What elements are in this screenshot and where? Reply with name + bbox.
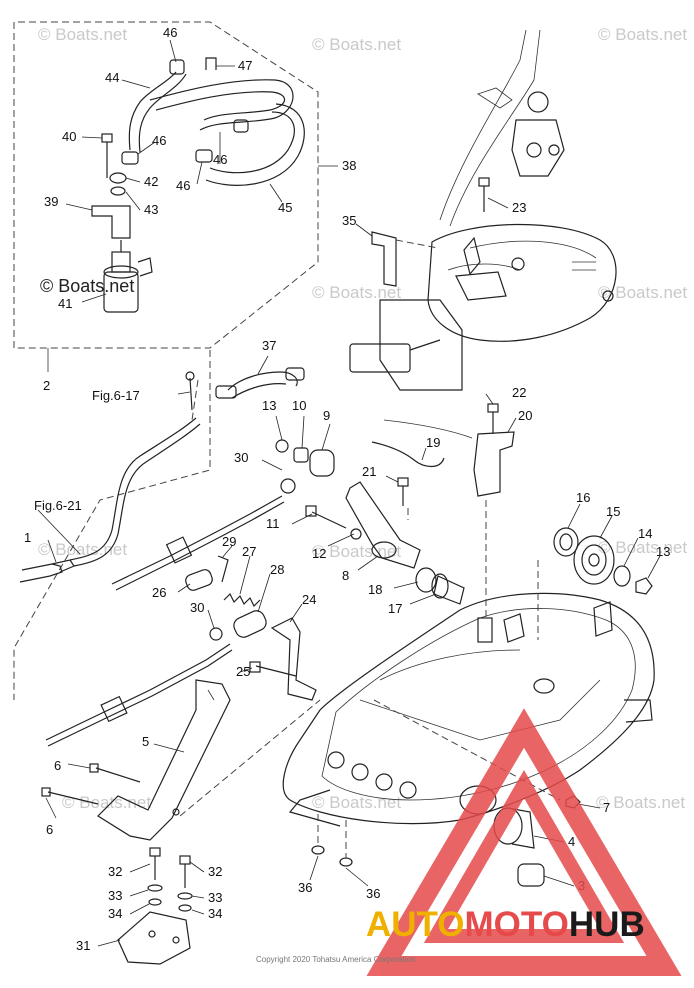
callout-34: 34 — [108, 906, 122, 921]
upper-mount-assembly — [349, 29, 617, 391]
callout-46: 46 — [152, 133, 166, 148]
logo-part-moto: MOTO — [465, 905, 569, 944]
throttle-cable — [19, 367, 305, 583]
watermark: © Boats.net — [596, 793, 685, 812]
callout-45: 45 — [278, 200, 292, 215]
callout-36: 36 — [366, 886, 380, 901]
callout-6: 6 — [54, 758, 61, 773]
callout-24: 24 — [302, 592, 316, 607]
logo-part-hub: HUB — [569, 905, 645, 944]
watermark: © Boats.net — [312, 35, 401, 54]
callout-36: 36 — [298, 880, 312, 895]
group-boundary-fuel — [13, 21, 319, 349]
callout-16: 16 — [576, 490, 590, 505]
watermark: © Boats.net — [312, 283, 401, 302]
callout-25: 25 — [236, 664, 250, 679]
watermark: © Boats.net — [38, 25, 127, 44]
callout-46: 46 — [176, 178, 190, 193]
callout-32: 32 — [108, 864, 122, 879]
callout-13: 13 — [262, 398, 276, 413]
shift-arm-assembly — [275, 439, 465, 605]
reference-fig-6-21: Fig.6-21 — [34, 498, 82, 513]
callout-29: 29 — [222, 534, 236, 549]
callout-13: 13 — [656, 544, 670, 559]
callout-41: 41 — [58, 296, 72, 311]
callout-30: 30 — [234, 450, 248, 465]
logo-part-auto: AUTO — [366, 905, 465, 944]
callout-5: 5 — [142, 734, 149, 749]
callout-33: 33 — [208, 890, 222, 905]
watermark-large: © Boats.net — [40, 276, 134, 296]
watermark: © Boats.net — [312, 793, 401, 812]
callout-22: 22 — [512, 385, 526, 400]
callout-6: 6 — [46, 822, 53, 837]
watermark: © Boats.net — [598, 538, 687, 557]
callout-33: 33 — [108, 888, 122, 903]
group-boundary-cable — [13, 350, 211, 700]
callout-7: 7 — [603, 800, 610, 815]
callout-8: 8 — [342, 568, 349, 583]
watermark: © Boats.net — [62, 793, 151, 812]
callout-32: 32 — [208, 864, 222, 879]
watermark: © Boats.net — [598, 283, 687, 302]
callout-28: 28 — [270, 562, 284, 577]
pulley-assembly — [553, 527, 653, 595]
callout-2: 2 — [43, 378, 50, 393]
callout-43: 43 — [144, 202, 158, 217]
automotohub-logo: AUTOMOTOHUB — [366, 708, 682, 976]
part-callouts: 46 47 44 40 46 46 46 42 43 39 45 38 35 2… — [24, 25, 670, 953]
callout-39: 39 — [44, 194, 58, 209]
cable-bracket-assembly — [371, 403, 515, 506]
callout-31: 31 — [76, 938, 90, 953]
callout-40: 40 — [62, 129, 76, 144]
watermark: © Boats.net — [312, 542, 401, 561]
callout-18: 18 — [368, 582, 382, 597]
fuel-hose-assembly — [91, 57, 305, 313]
callout-1: 1 — [24, 530, 31, 545]
callout-20: 20 — [518, 408, 532, 423]
callout-46: 46 — [163, 25, 177, 40]
callout-10: 10 — [292, 398, 306, 413]
lower-bracket-assembly — [41, 679, 353, 965]
shift-cable-parts — [45, 478, 317, 747]
callout-21: 21 — [362, 464, 376, 479]
bottom-cowling — [282, 592, 655, 827]
callout-47: 47 — [238, 58, 252, 73]
callout-27: 27 — [242, 544, 256, 559]
callout-46: 46 — [213, 152, 227, 167]
callout-11: 11 — [266, 516, 280, 531]
callout-23: 23 — [512, 200, 526, 215]
callout-35: 35 — [342, 213, 356, 228]
callout-30: 30 — [190, 600, 204, 615]
reference-fig-6-17: Fig.6-17 — [92, 388, 140, 403]
callout-34: 34 — [208, 906, 222, 921]
watermarks: © Boats.net © Boats.net © Boats.net © Bo… — [38, 25, 687, 812]
copyright-text: Copyright 2020 Tohatsu America Corporati… — [256, 955, 416, 964]
callout-37: 37 — [262, 338, 276, 353]
callout-26: 26 — [152, 585, 166, 600]
callout-14: 14 — [638, 526, 652, 541]
watermark: © Boats.net — [598, 25, 687, 44]
callout-12: 12 — [312, 546, 326, 561]
callout-9: 9 — [323, 408, 330, 423]
logo-text: AUTOMOTOHUB — [366, 905, 645, 944]
callout-44: 44 — [105, 70, 119, 85]
callout-15: 15 — [606, 504, 620, 519]
callout-17: 17 — [388, 601, 402, 616]
callout-38: 38 — [342, 158, 356, 173]
callout-4: 4 — [568, 834, 575, 849]
callout-19: 19 — [426, 435, 440, 450]
callout-42: 42 — [144, 174, 158, 189]
